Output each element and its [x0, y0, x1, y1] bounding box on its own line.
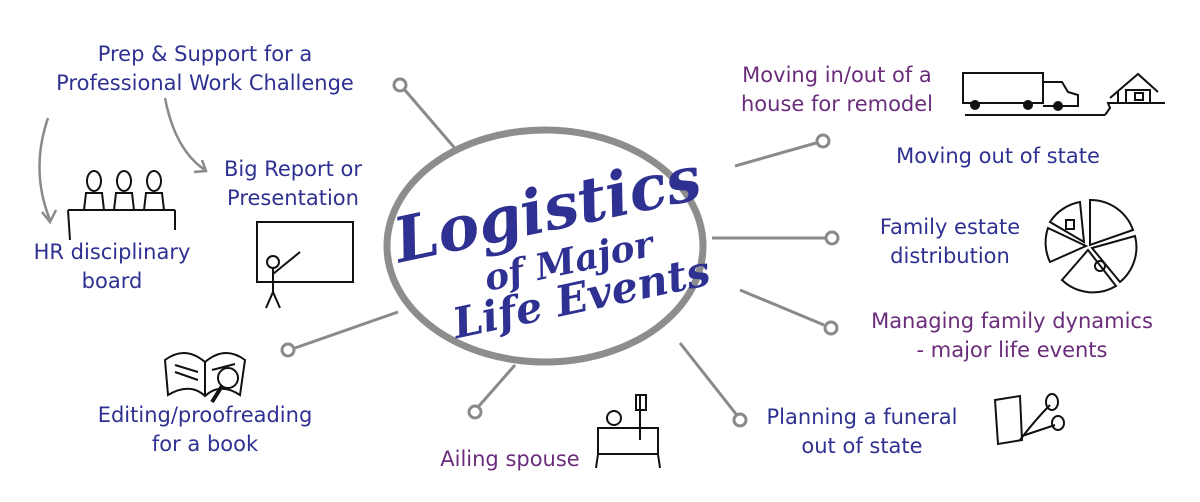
- node-ailing-spouse: Ailing spouse: [440, 445, 579, 474]
- node-text: Big Report or: [223, 157, 363, 181]
- node-moving-remodel: Moving in/out of a house for remodel: [741, 61, 933, 119]
- house-icon: [1104, 72, 1165, 116]
- book-magnifier-icon: [163, 352, 247, 404]
- node-big-report: Big Report or Presentation: [224, 155, 362, 213]
- central-ellipse: [383, 126, 707, 366]
- node-funeral: Planning a funeral out of state: [767, 403, 958, 461]
- node-text: house for remodel: [740, 92, 934, 116]
- node-text: Professional Work Challenge: [56, 71, 354, 95]
- node-text: Prep & Support for a: [97, 42, 313, 66]
- board-meeting-icon: [67, 170, 176, 241]
- spoke-line: [294, 310, 399, 350]
- node-text: distribution: [890, 244, 1010, 268]
- spoke-line: [734, 141, 817, 168]
- moving-truck-icon: [962, 72, 1105, 116]
- spoke-node: [467, 404, 483, 420]
- arrow-to-hr-icon: [38, 117, 52, 221]
- node-editing: Editing/proofreading for a book: [98, 401, 313, 459]
- node-text: out of state: [801, 434, 923, 458]
- spoke-node: [280, 342, 296, 358]
- spoke-line: [477, 364, 517, 407]
- node-text: Moving out of state: [896, 144, 1100, 168]
- node-text: Presentation: [227, 186, 359, 210]
- node-text: HR disciplinary: [33, 240, 191, 264]
- flowers-icon: [993, 393, 1065, 446]
- arrow-to-report-icon: [163, 97, 206, 172]
- node-text: board: [81, 269, 143, 293]
- estate-pie-icon: [1044, 198, 1138, 294]
- node-text: Family estate: [879, 215, 1021, 239]
- node-text: - major life events: [916, 338, 1108, 362]
- node-text: for a book: [151, 432, 259, 456]
- node-hr-board: HR disciplinary board: [34, 238, 191, 296]
- node-text: Managing family dynamics: [871, 309, 1153, 333]
- node-text: Ailing spouse: [440, 447, 580, 471]
- spoke-line: [678, 342, 738, 415]
- spoke-node: [392, 77, 408, 93]
- node-family-dynamics: Managing family dynamics - major life ev…: [871, 307, 1153, 365]
- spoke-node: [824, 230, 840, 246]
- node-prep-support: Prep & Support for a Professional Work C…: [56, 40, 354, 98]
- node-moving-state: Moving out of state: [896, 142, 1100, 171]
- node-text: Planning a funeral: [766, 405, 958, 429]
- spoke-node: [823, 320, 839, 336]
- node-text: Moving in/out of a: [742, 63, 932, 87]
- presentation-icon: [256, 221, 354, 309]
- spoke-line: [739, 288, 825, 327]
- spoke-node: [732, 412, 748, 428]
- node-estate: Family estate distribution: [880, 213, 1020, 271]
- node-text: Editing/proofreading: [97, 403, 313, 427]
- spoke-node: [815, 133, 831, 149]
- hospital-bed-icon: [595, 394, 661, 469]
